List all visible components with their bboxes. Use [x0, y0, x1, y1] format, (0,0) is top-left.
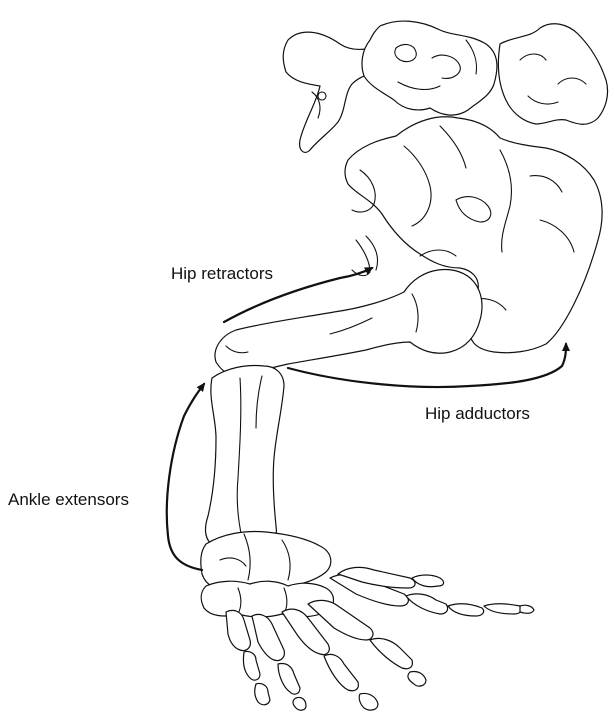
- distal-tarsals: [201, 581, 333, 617]
- crus: [206, 366, 284, 553]
- femur: [215, 270, 482, 377]
- foot: [201, 532, 534, 711]
- femur-shaft: [215, 270, 482, 377]
- tibia: [206, 366, 284, 553]
- ankle-extensors-label: Ankle extensors: [8, 490, 129, 509]
- hip-adductors-label: Hip adductors: [425, 404, 530, 423]
- hip-retractors-label: Hip retractors: [171, 264, 273, 283]
- ankle-extensors-arrow: [167, 384, 204, 570]
- right-ilium: [498, 24, 607, 125]
